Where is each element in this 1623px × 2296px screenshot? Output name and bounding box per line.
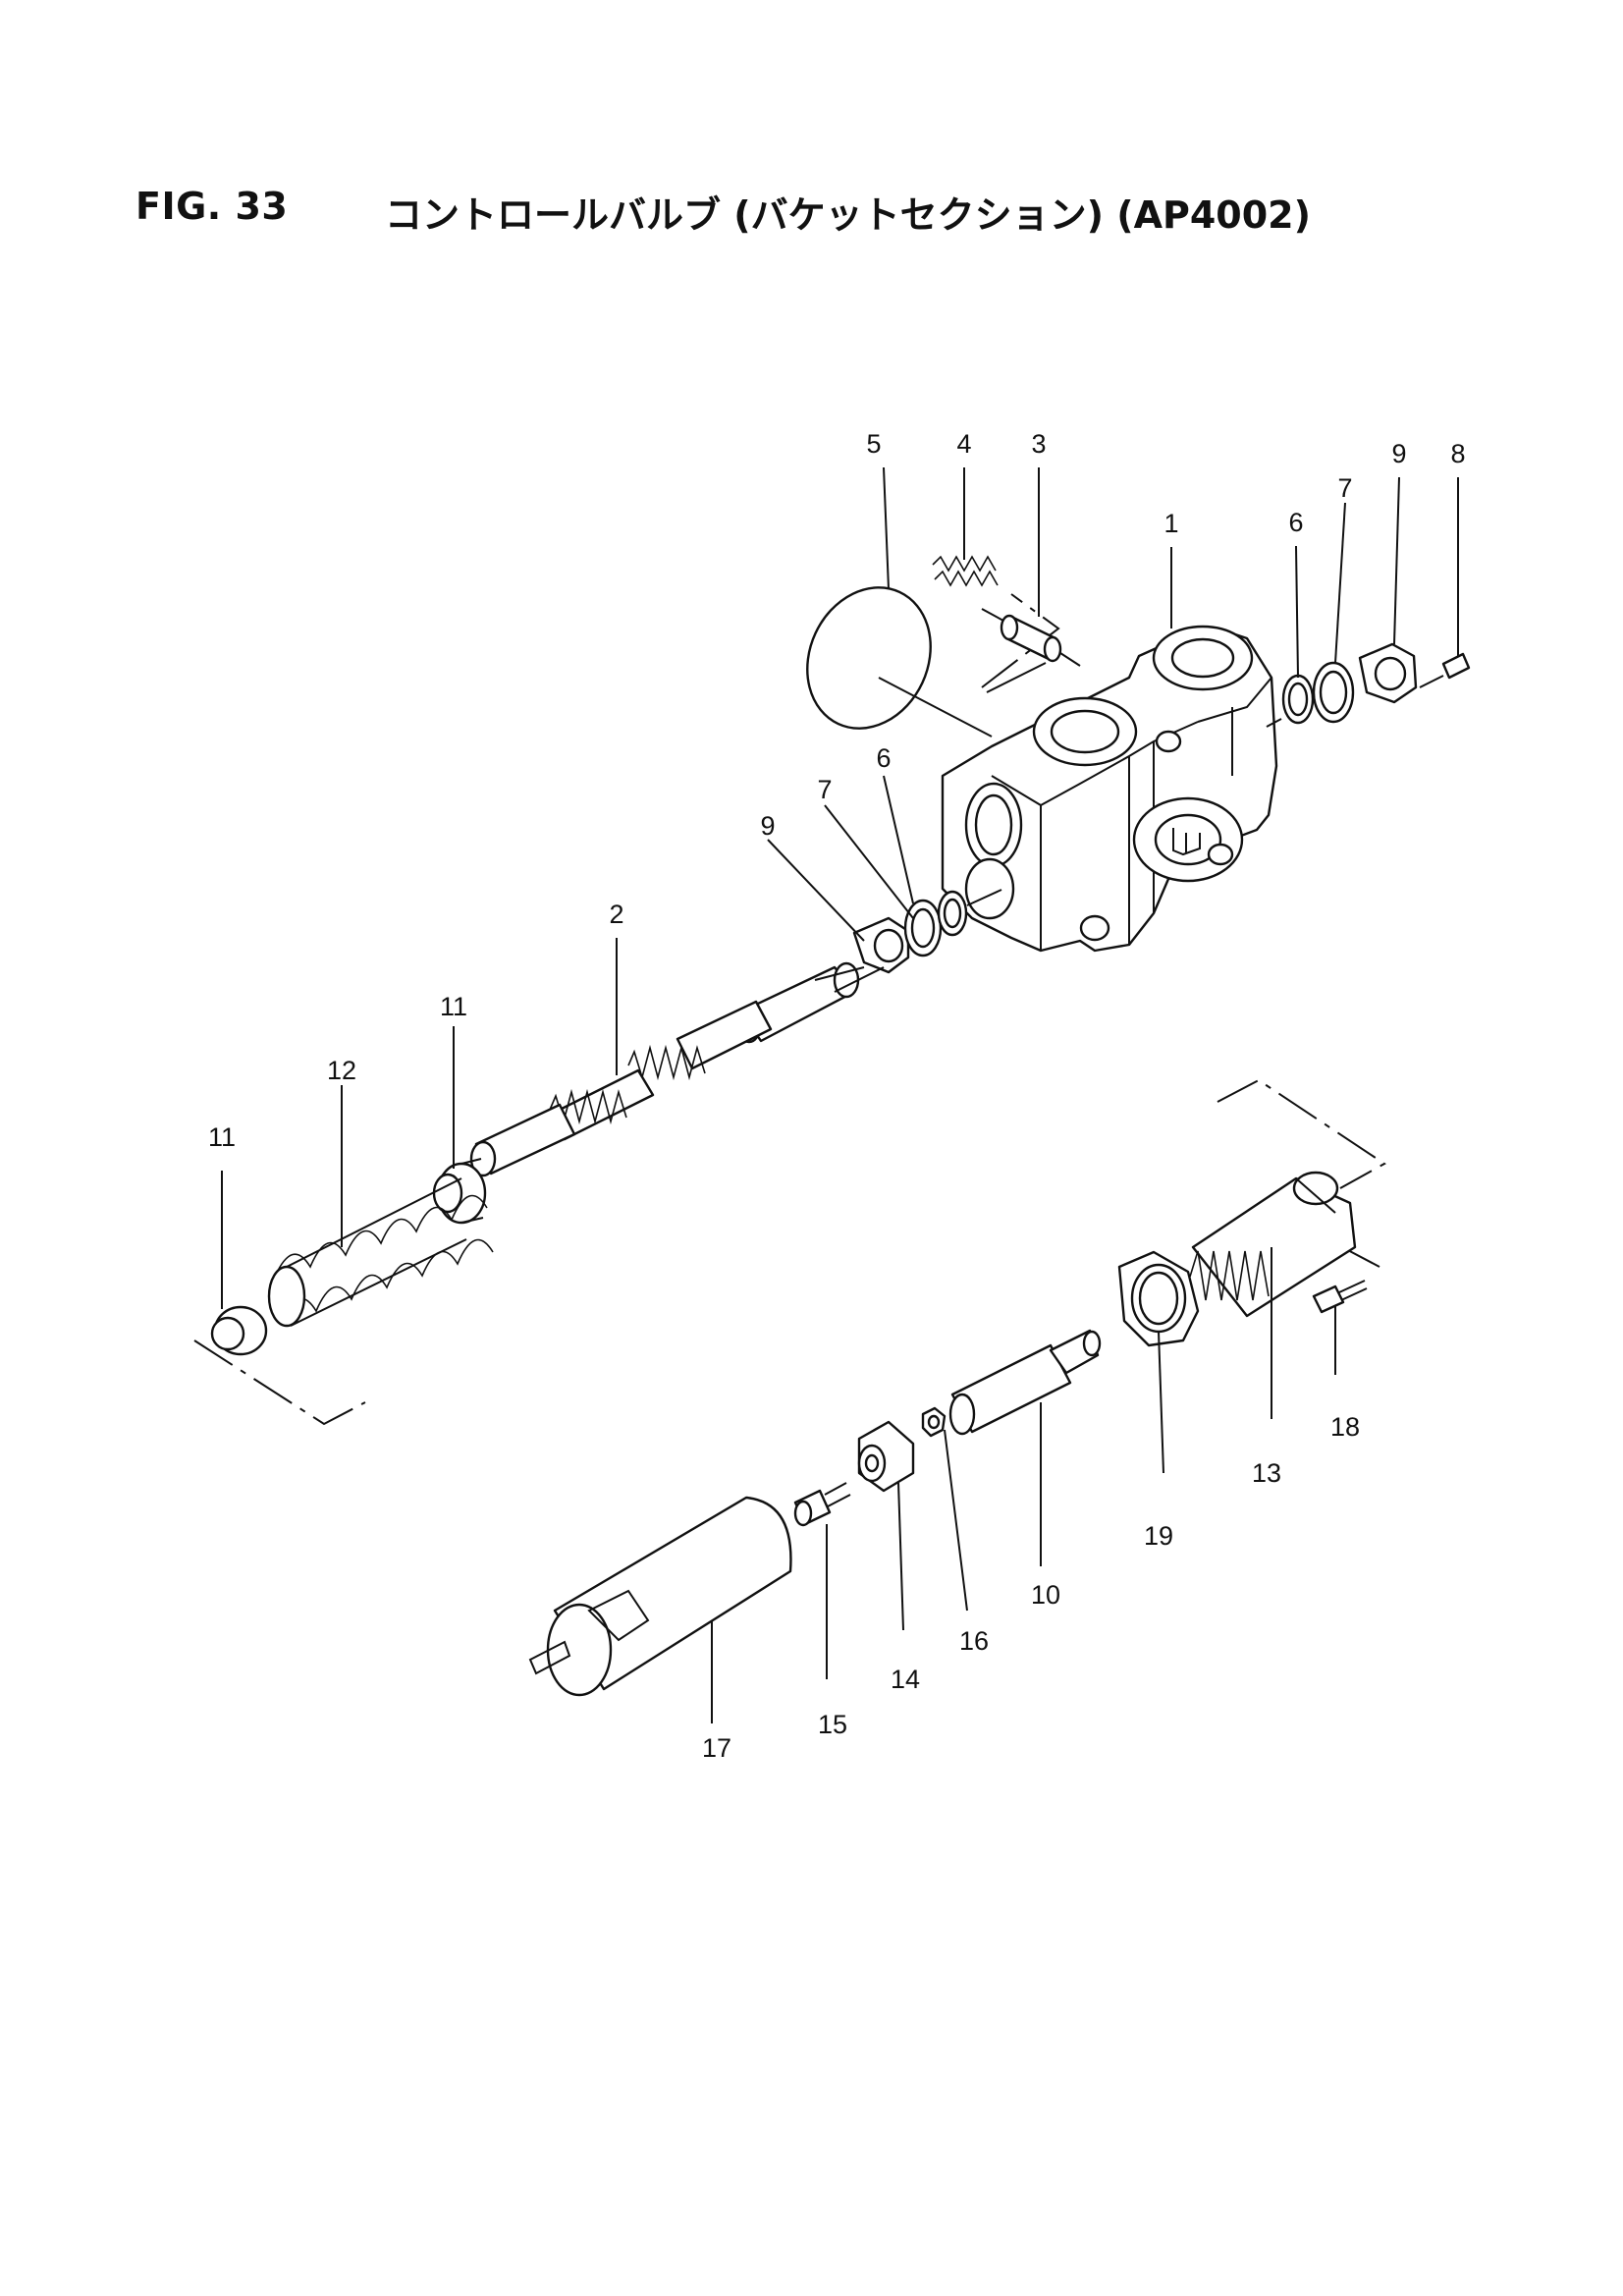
callout-19: 19: [1144, 1521, 1173, 1551]
valve-body-part-1: [941, 625, 1278, 953]
callout-11-upper: 11: [440, 992, 467, 1021]
upper-group-bracket: [981, 593, 1060, 688]
bolt-part-15: [793, 1482, 851, 1527]
callout-7-right: 7: [1337, 473, 1352, 503]
left-group-bracket: [193, 1339, 366, 1426]
figure-title: コントロールバルブ (バケットセクション) (AP4002): [385, 193, 1311, 237]
seal-group-left: [852, 889, 1002, 974]
figure-number: FIG. 33: [135, 185, 289, 228]
cover-plate-part-5: [806, 586, 993, 738]
flange-part-19: [1117, 1250, 1200, 1347]
callout-12: 12: [327, 1056, 356, 1085]
callout-7-left: 7: [817, 775, 832, 804]
callout-10: 10: [1031, 1580, 1060, 1610]
callout-11-lower: 11: [208, 1122, 236, 1152]
return-spring-part-12: [267, 1177, 494, 1328]
leader-lines: [221, 466, 1459, 1723]
bushing-part-14: [857, 1420, 915, 1493]
spring-seat-part-11-lower: [210, 1305, 268, 1356]
callout-6-left: 6: [876, 743, 891, 773]
callout-13: 13: [1252, 1458, 1281, 1488]
callout-17: 17: [702, 1733, 731, 1763]
nut-part-16: [921, 1406, 947, 1438]
callout-8: 8: [1450, 439, 1465, 468]
callout-9-right: 9: [1391, 439, 1406, 468]
right-group-bracket: [1217, 1078, 1386, 1189]
plug-part-3: [986, 614, 1081, 693]
cover-part-17: [528, 1496, 792, 1697]
callout-5: 5: [866, 429, 881, 459]
callout-18: 18: [1330, 1412, 1360, 1442]
callout-14: 14: [891, 1665, 920, 1694]
callout-2: 2: [609, 900, 623, 929]
spring-seat-part-11-upper: [432, 1158, 487, 1225]
seal-group-right: [1266, 642, 1471, 728]
callout-1: 1: [1163, 509, 1178, 538]
screw-part-18: [1312, 1280, 1368, 1314]
callout-6-right: 6: [1288, 508, 1303, 537]
callout-15: 15: [818, 1710, 847, 1739]
callout-16: 16: [959, 1626, 989, 1656]
cap-part-13: [1189, 1171, 1357, 1318]
stem-part-10: [948, 1329, 1102, 1436]
spool-part-2: [469, 961, 885, 1177]
bolt-part-8: [1441, 652, 1471, 680]
callout-3: 3: [1031, 429, 1046, 459]
callout-9-left: 9: [760, 811, 775, 841]
callout-4: 4: [956, 429, 971, 459]
